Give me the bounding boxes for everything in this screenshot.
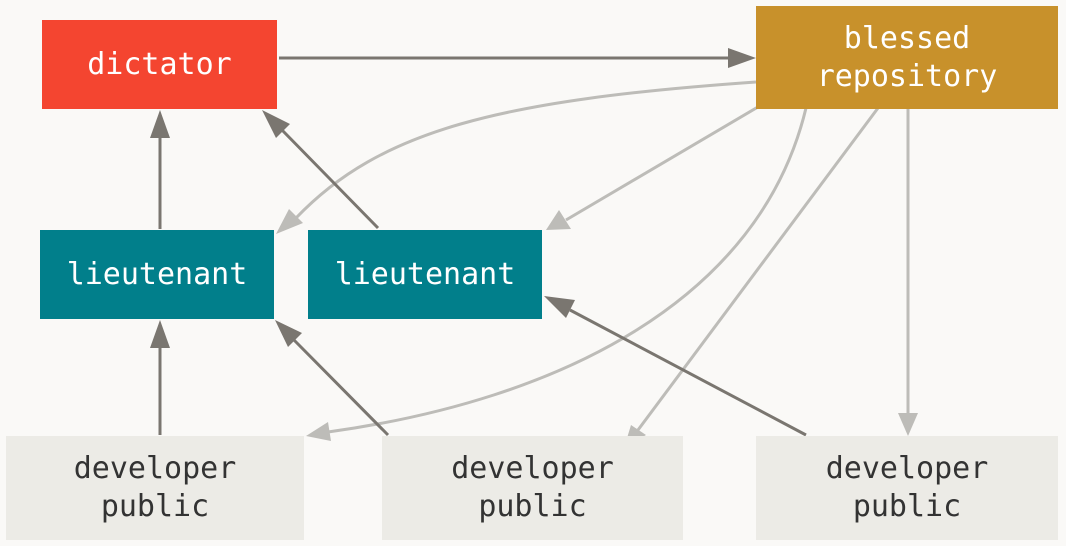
developer-node-1: developer public: [6, 436, 304, 540]
contribution-arrows: [158, 56, 807, 437]
arrowhead-dictator-from-lt1: [150, 110, 170, 138]
contribution-arrowheads: [150, 48, 756, 348]
arrowhead-blessed: [728, 48, 756, 68]
arrowhead-developer-1: [306, 422, 331, 441]
arrow-developer-3-to-lieutenant-2: [569, 308, 807, 437]
blessed-repository-label-line1: blessed: [843, 20, 971, 56]
developer-3-label-line2: public: [852, 489, 962, 524]
distribution-arrows: [294, 80, 910, 434]
developer-3-label-line1: developer: [825, 451, 989, 486]
arrowhead-lieutenant-1-from-dev2: [275, 320, 302, 347]
arrowhead-dictator-from-lt2: [262, 110, 290, 138]
arrow-developer-2-to-lieutenant-1: [292, 338, 390, 437]
arrow-blessed-to-lieutenant-1: [294, 80, 757, 220]
arrowhead-lieutenant-2-from-dev3: [544, 296, 575, 318]
arrow-blessed-to-developer-1: [327, 107, 808, 434]
dictator-node: dictator: [42, 20, 277, 109]
lieutenant-node-1: lieutenant: [40, 230, 274, 319]
developer-2-label-line2: public: [478, 489, 587, 524]
arrowhead-lieutenant-2: [546, 210, 571, 230]
developer-2-label-line1: developer: [451, 451, 614, 486]
arrowhead-lieutenant-1: [276, 209, 303, 234]
arrowhead-lieutenant-1-from-dev1: [150, 320, 170, 348]
arrow-blessed-to-developer-2: [636, 107, 880, 431]
developer-node-2: developer public: [382, 436, 683, 540]
arrow-lieutenant-2-to-dictator: [280, 128, 380, 230]
developer-1-label-line1: developer: [73, 451, 237, 486]
blessed-repository-node: blessed repository: [756, 6, 1058, 109]
lieutenant-2-label: lieutenant: [334, 256, 516, 292]
developer-node-3: developer public: [756, 436, 1058, 540]
dictator-label: dictator: [87, 46, 232, 82]
arrow-blessed-to-lieutenant-2: [565, 92, 781, 222]
developer-1-label-line2: public: [100, 489, 210, 524]
blessed-repository-label-line2: repository: [816, 58, 998, 94]
lieutenant-node-2: lieutenant: [308, 230, 542, 319]
lieutenant-1-label: lieutenant: [66, 256, 248, 292]
arrowhead-developer-3: [898, 413, 918, 436]
